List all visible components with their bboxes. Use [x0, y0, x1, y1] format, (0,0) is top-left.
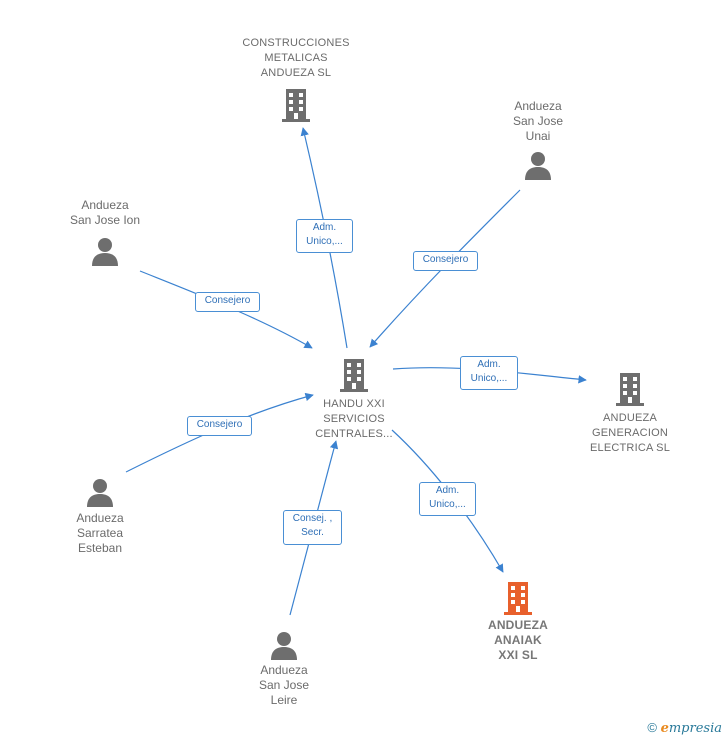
node-andueza-san-jose-ion[interactable]: Andueza San Jose Ion [62, 198, 148, 266]
edge-label-esteban: Consejero [187, 416, 252, 436]
node-label: Andueza San Jose Ion [69, 198, 141, 227]
person-icon [525, 152, 551, 180]
person-icon [271, 632, 297, 660]
brand-footer: © empresia [647, 720, 722, 736]
node-label: HANDU XXI SERVICIOS CENTRALES... [315, 398, 393, 440]
edge-label-leire: Consej. , Secr. [283, 510, 342, 545]
edge-label-unai: Consejero [413, 251, 478, 271]
building-icon [340, 359, 368, 392]
copyright-icon: © [647, 720, 657, 735]
node-label: ANDUEZA GENERACION ELECTRICA SL [589, 412, 671, 454]
node-handu-xxi[interactable]: HANDU XXI SERVICIOS CENTRALES... [297, 357, 411, 442]
building-icon [504, 582, 532, 615]
person-icon [87, 479, 113, 507]
node-andueza-sarratea-esteban[interactable]: Andueza Sarratea Esteban [57, 477, 143, 556]
edge-label-ion: Consejero [195, 292, 260, 312]
node-label: ANDUEZA ANAIAK XXI SL [487, 618, 549, 662]
node-construcciones-metalicas[interactable]: CONSTRUCCIONES METALICAS ANDUEZA SL [226, 36, 366, 123]
edge-label-anaiak: Adm. Unico,... [419, 482, 476, 516]
node-label: Andueza Sarratea Esteban [76, 511, 124, 555]
person-icon [92, 238, 118, 266]
node-andueza-san-jose-unai[interactable]: Andueza San Jose Unai [495, 99, 581, 180]
node-label: Andueza San Jose Leire [258, 663, 310, 707]
node-andueza-generacion-electrica[interactable]: ANDUEZA GENERACION ELECTRICA SL [572, 371, 688, 456]
building-icon [616, 373, 644, 406]
node-andueza-anaiak-xxi[interactable]: ANDUEZA ANAIAK XXI SL [472, 580, 564, 663]
node-label: Andueza San Jose Unai [512, 99, 564, 143]
building-icon [282, 89, 310, 122]
edge-label-construcciones: Adm. Unico,... [296, 219, 353, 253]
edge-label-generacion: Adm. Unico,... [460, 356, 518, 390]
brand-logo: empresia [660, 721, 722, 736]
node-label: CONSTRUCCIONES METALICAS ANDUEZA SL [242, 37, 350, 79]
node-andueza-san-jose-leire[interactable]: Andueza San Jose Leire [241, 630, 327, 708]
